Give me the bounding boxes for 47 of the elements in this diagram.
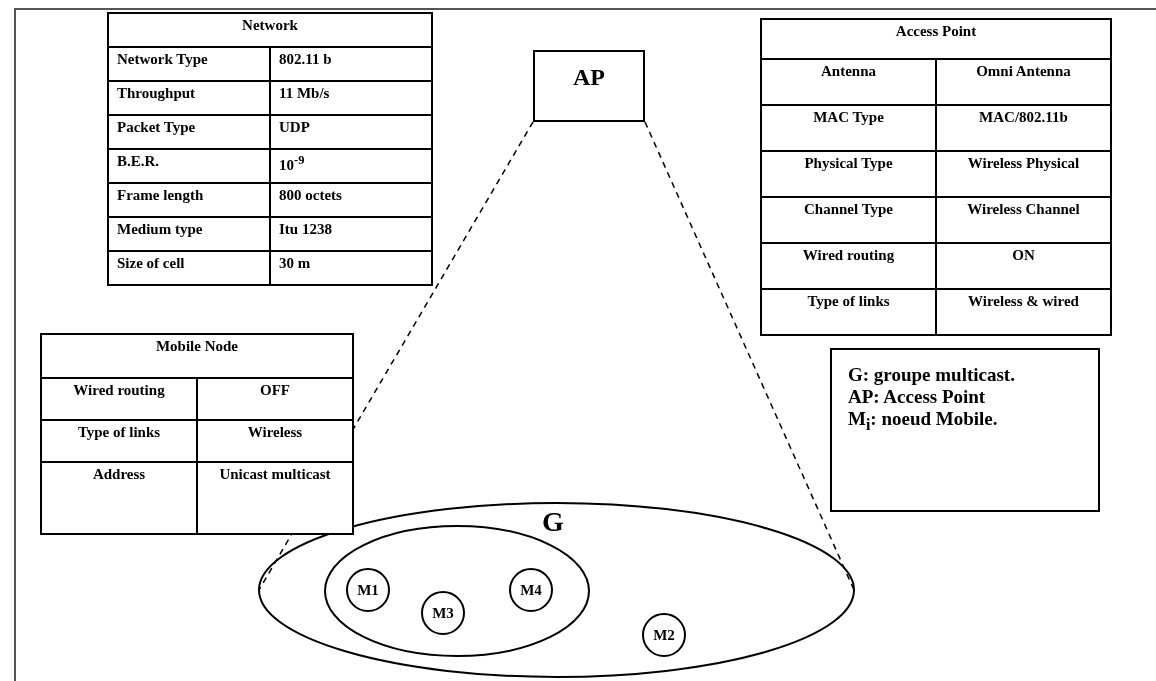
group-label: G [542, 508, 564, 536]
table-cell: Wired routing [41, 378, 197, 420]
table-cell: Wireless [197, 420, 353, 462]
table-cell: OFF [197, 378, 353, 420]
note-text: M$_{i}$: noeud Mobile. [848, 407, 999, 434]
box-label: AP [572, 64, 606, 92]
note-box [830, 348, 1100, 512]
table-cell: Medium type [108, 217, 270, 251]
table-cell: 802.11 b [270, 47, 432, 81]
node-label: M4 [520, 581, 542, 599]
table-cell: Size of cell [108, 251, 270, 285]
node-label: M1 [357, 581, 379, 599]
table-cell: Frame length [108, 183, 270, 217]
table-cell: 10$^{-9}$ [270, 149, 432, 183]
table-cell: Throughput [108, 81, 270, 115]
table-cell: Type of links [761, 289, 936, 335]
table-cell: Wireless & wired [936, 289, 1111, 335]
table-cell: Itu 1238 [270, 217, 432, 251]
access-point-box [533, 50, 645, 122]
table-cell: Physical Type [761, 151, 936, 197]
node-label: M3 [432, 604, 454, 622]
table-cell: Type of links [41, 420, 197, 462]
table-cell: MAC Type [761, 105, 936, 151]
table-cell: 30 m [270, 251, 432, 285]
table-cell: Wired routing [761, 243, 936, 289]
table-cell: Wireless Physical [936, 151, 1111, 197]
table-cell: ON [936, 243, 1111, 289]
dashed-line [644, 121, 855, 591]
table-cell: Wireless Channel [936, 197, 1111, 243]
table-cell: Channel Type [761, 197, 936, 243]
table-cell: Antenna [761, 59, 936, 105]
table-cell: Packet Type [108, 115, 270, 149]
table-cell: B.E.R. [108, 149, 270, 183]
table-cell: 800 octets [270, 183, 432, 217]
table-header: Access Point [761, 19, 1111, 59]
table-cell: Omni Antenna [936, 59, 1111, 105]
table-cell: Unicast multicast [197, 462, 353, 534]
table-cell: 11 Mb/s [270, 81, 432, 115]
node-label: M2 [653, 626, 675, 644]
table-cell: MAC/802.11b [936, 105, 1111, 151]
table-header: Network [108, 13, 432, 47]
table-cell: UDP [270, 115, 432, 149]
table-header: Mobile Node [41, 334, 353, 378]
note-text: G: groupe multicast. [848, 364, 1016, 386]
table-cell: Network Type [108, 47, 270, 81]
table-cell: Address [41, 462, 197, 534]
note-text: AP: Access Point [848, 385, 987, 408]
